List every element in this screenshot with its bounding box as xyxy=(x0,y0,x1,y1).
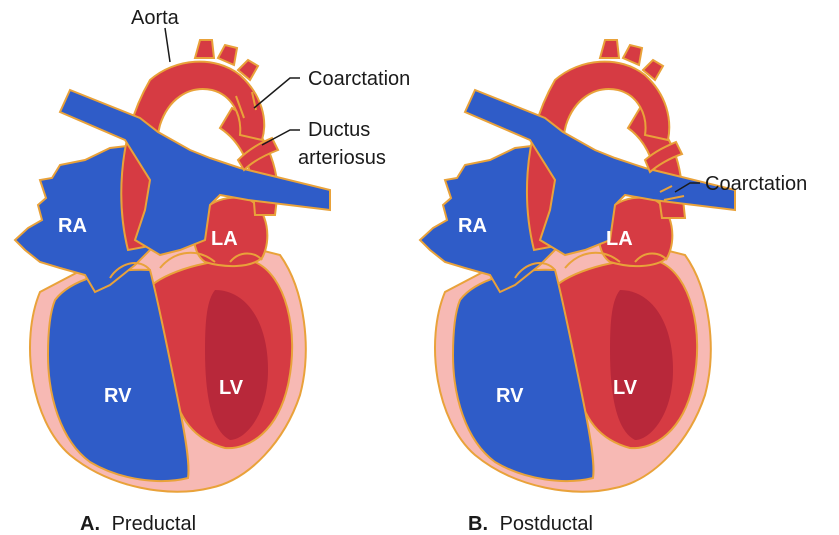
ductus-label-line1: Ductus xyxy=(308,119,370,141)
la-label-b: LA xyxy=(606,228,633,250)
panel-b: Coarctation RA LA RV LV B. Postductal xyxy=(420,40,807,535)
panel-a: Aorta Coarctation Ductus arteriosus RA L… xyxy=(15,7,410,535)
caption-b-letter: B. xyxy=(468,513,488,535)
ra-label-b: RA xyxy=(458,215,487,237)
caption-a-letter: A. xyxy=(80,513,100,535)
aorta-label: Aorta xyxy=(131,7,180,29)
caption-b: B. Postductal xyxy=(468,513,593,535)
arch-branch-a2 xyxy=(218,45,237,65)
coarctation-label-a: Coarctation xyxy=(308,68,410,90)
rv-label-a: RV xyxy=(104,385,132,407)
rv-label-b: RV xyxy=(496,385,524,407)
caption-a-text: Preductal xyxy=(112,513,197,535)
lv-label-a: LV xyxy=(219,377,244,399)
caption-b-text: Postductal xyxy=(500,513,593,535)
ductus-label-line2: arteriosus xyxy=(298,147,386,169)
ductus-leader-a xyxy=(262,130,300,145)
aorta-leader-a xyxy=(165,28,170,62)
coarctation-label-b: Coarctation xyxy=(705,173,807,195)
arch-branch-b1 xyxy=(600,40,619,58)
caption-a: A. Preductal xyxy=(80,513,196,535)
la-label-a: LA xyxy=(211,228,238,250)
arch-branch-a1 xyxy=(195,40,214,58)
ra-label-a: RA xyxy=(58,215,87,237)
arch-branch-b2 xyxy=(623,45,642,65)
lv-label-b: LV xyxy=(613,377,638,399)
